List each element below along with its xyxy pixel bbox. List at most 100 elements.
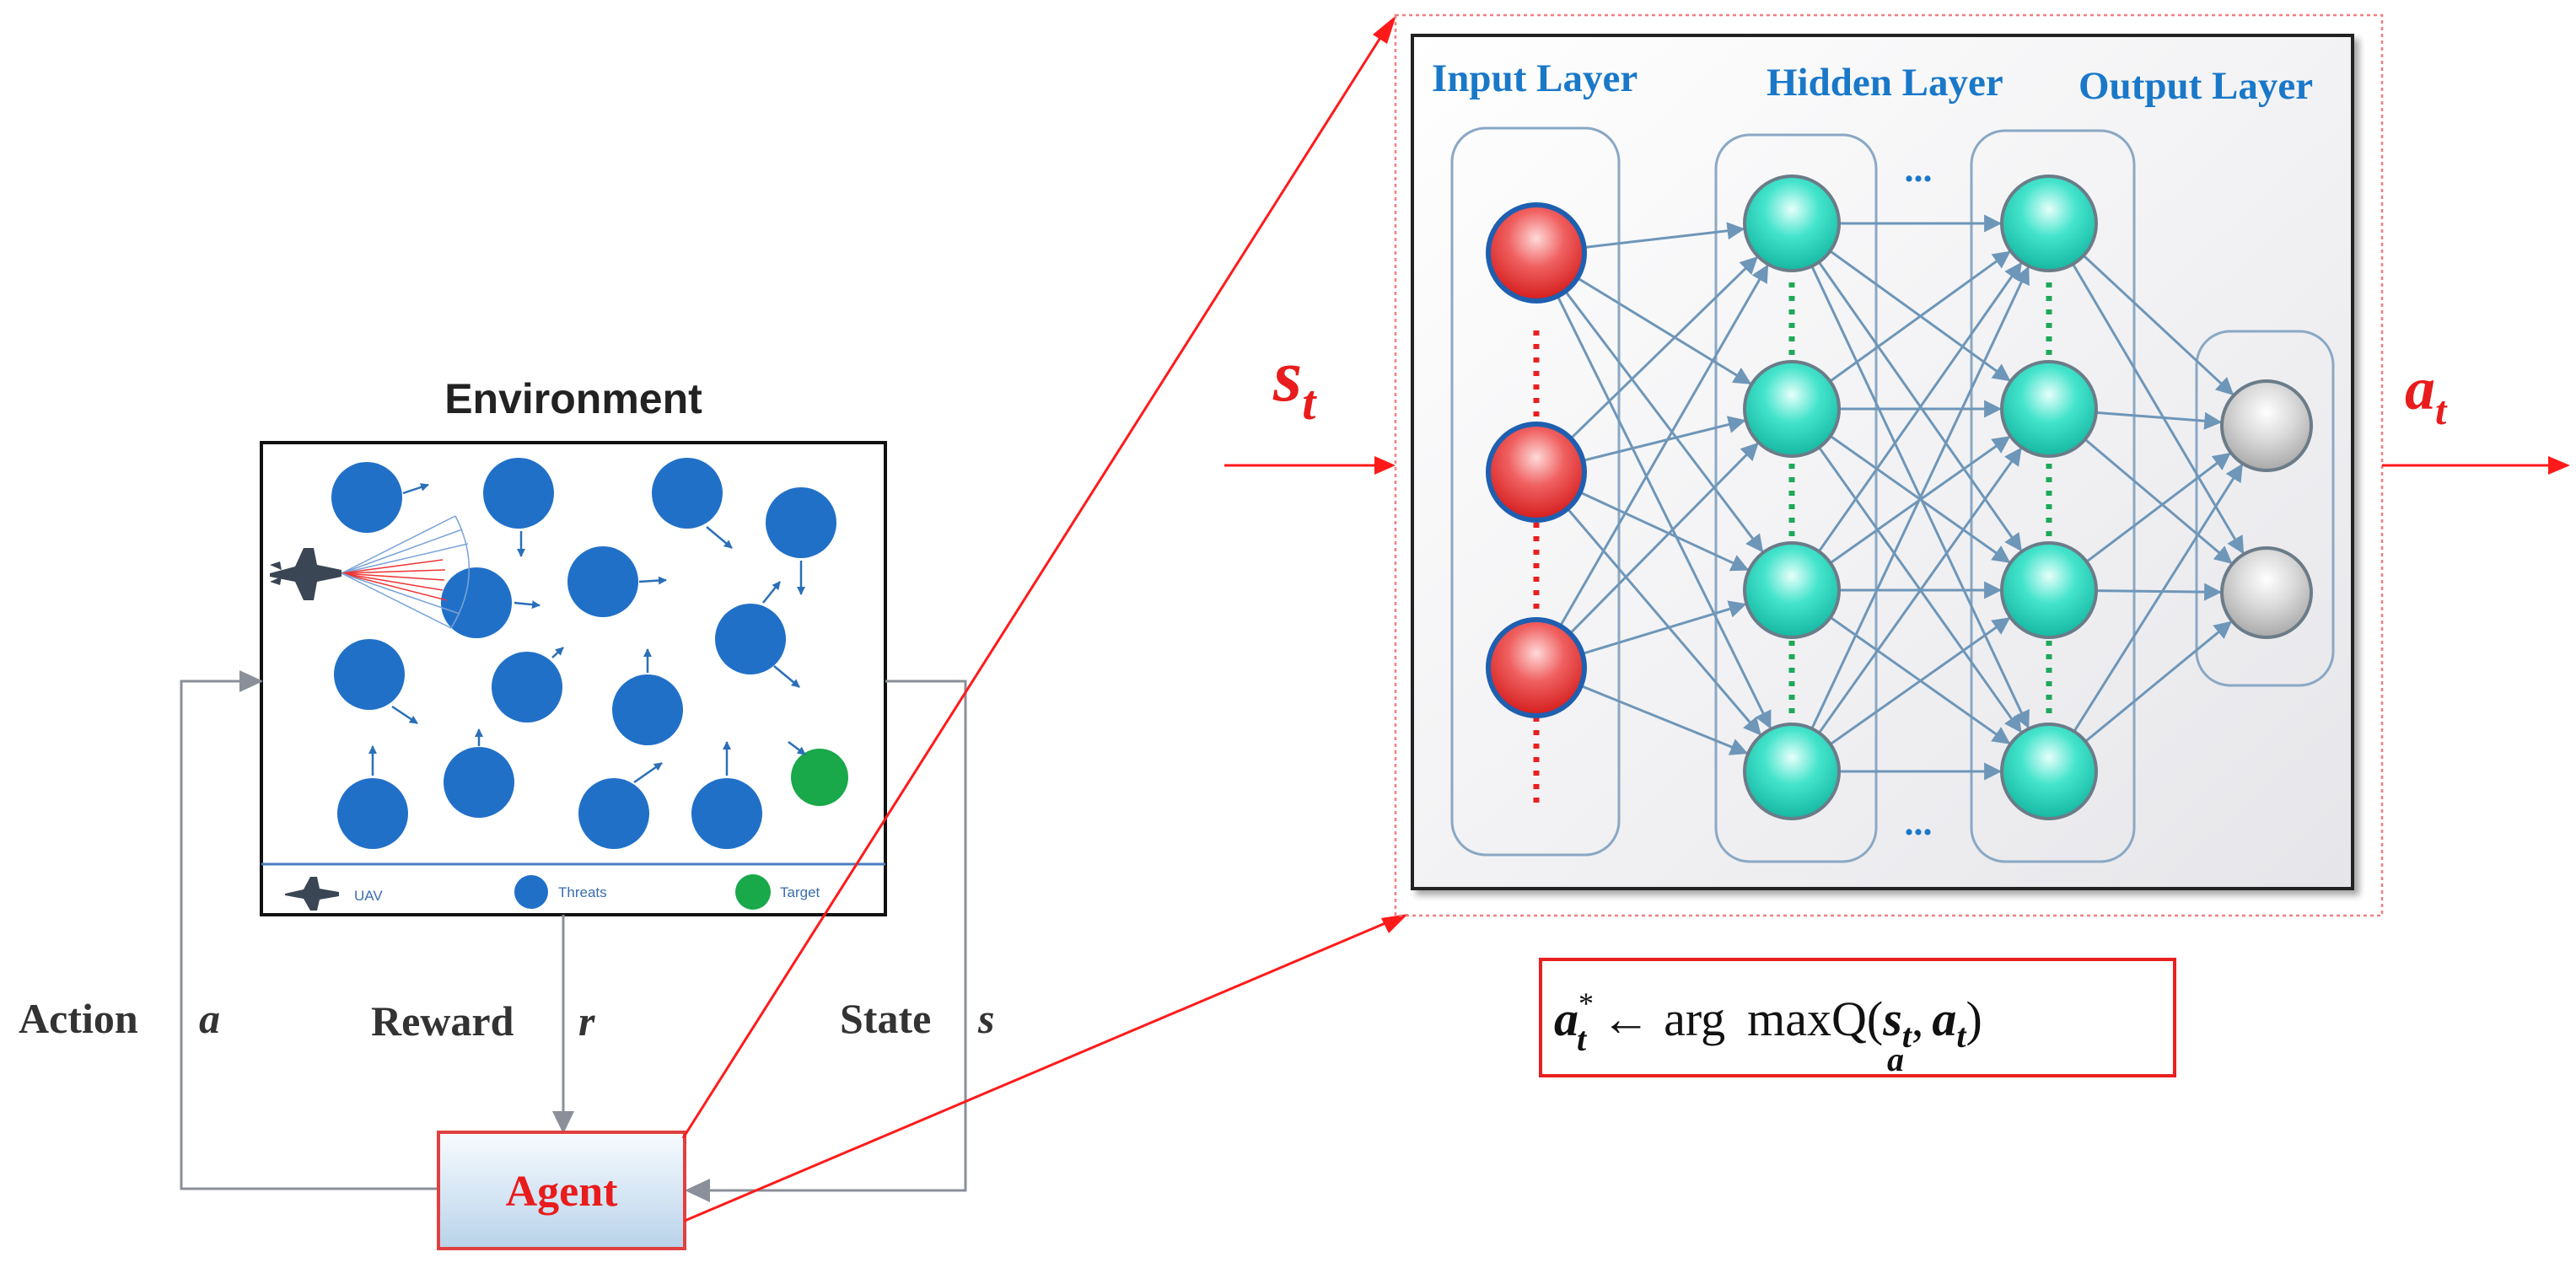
hidden-layer-label: Hidden Layer (1767, 61, 2003, 105)
hidden-nodes-2 (2000, 175, 2098, 820)
hidden-nodes-1 (1743, 175, 1841, 820)
threat-circle (483, 458, 554, 529)
network-edge (1829, 250, 2011, 383)
legend-target-label: Target (780, 884, 820, 900)
connector-arrowheads (1373, 15, 1408, 933)
network-edge (2095, 411, 2223, 430)
uav-icon (270, 548, 341, 600)
output-arrowhead (2548, 456, 2570, 475)
formula-box (1539, 958, 2176, 1077)
agent-loop-lines (180, 680, 967, 1192)
output-action-symbol: at (2405, 355, 2448, 433)
network-edge (2084, 438, 2233, 564)
network-edge (1582, 416, 1746, 462)
network-connections (1556, 214, 2245, 781)
legend-threats-label: Threats (558, 884, 607, 900)
input-node (1486, 617, 1587, 718)
agent-box (437, 1131, 686, 1250)
network-edge (1559, 264, 1769, 627)
uav-legend-icon (285, 877, 339, 911)
input-layer-box (1450, 126, 1621, 857)
input-state-symbol: st (1272, 336, 1317, 430)
threat-circle (766, 487, 836, 558)
action-symbol: a (199, 995, 220, 1042)
state-label: State (840, 995, 931, 1042)
agent-loop-arrowheads (239, 670, 710, 1202)
output-layer-label: Output Layer (2079, 64, 2313, 108)
legend-uav-label: UAV (354, 888, 383, 904)
threat-circle (612, 674, 683, 745)
network-edge (1569, 255, 1758, 440)
hidden-layer-box-2 (1970, 129, 2136, 863)
hidden-node (2000, 723, 2098, 820)
output-node (2220, 379, 2313, 472)
network-edge (1584, 222, 1745, 249)
hidden-node (1743, 723, 1841, 820)
threats-legend-icon (514, 875, 548, 909)
state-symbol: s (977, 995, 994, 1042)
network-edge (1580, 685, 1749, 755)
threat-circle (652, 458, 723, 529)
layer-containers (1450, 126, 2335, 863)
network-edge (2072, 263, 2245, 555)
network-edge (1829, 617, 2011, 745)
hidden-node (1743, 175, 1841, 272)
input-node (1486, 202, 1587, 304)
threat-circle (334, 639, 405, 710)
network-edge (2085, 452, 2231, 563)
network-edge (1564, 290, 1764, 553)
hidden-node (2000, 175, 2098, 272)
network-edge (1582, 600, 1747, 655)
target-circle (791, 749, 848, 806)
threat-motion-arrows (368, 483, 806, 784)
input-nodes (1486, 202, 1587, 718)
input-layer-label: Input Layer (1432, 56, 1638, 100)
output-node (2220, 546, 2313, 639)
threat-circle (578, 778, 649, 849)
network-edge (1817, 261, 2022, 553)
threat-circle (441, 567, 512, 638)
network-edge (1818, 447, 2022, 734)
reward-symbol: r (578, 997, 595, 1045)
hidden-ellipsis-bottom: ... (1905, 802, 1933, 843)
action-label: Action (19, 995, 138, 1042)
threat-circle (567, 546, 638, 617)
threat-circle (715, 604, 786, 674)
network-edge (2082, 255, 2235, 395)
network-edge (1556, 295, 1772, 729)
threat-circle (691, 778, 762, 849)
network-edge (1568, 442, 1759, 635)
uav-sensor-fan (341, 515, 471, 629)
network-edge (2095, 583, 2223, 601)
input-arrowhead (1374, 456, 1396, 475)
environment-title: Environment (444, 375, 702, 422)
threat-circle (331, 462, 402, 533)
network-edge (1810, 266, 2030, 729)
hidden-ellipsis-top: ... (1905, 148, 1933, 190)
network-edge (2073, 463, 2243, 733)
environment-legend: UAV Threats Target (285, 874, 820, 911)
hidden-node (2000, 360, 2098, 458)
network-edge (1579, 491, 1750, 572)
hidden-node (2000, 541, 2098, 639)
target-legend-icon (735, 874, 771, 910)
input-node (1486, 422, 1587, 523)
network-edge (2084, 621, 2233, 743)
reward-label: Reward (371, 997, 514, 1045)
threat-circles (331, 458, 836, 849)
agent-network-connectors (681, 33, 1392, 1222)
hidden-node (1743, 360, 1841, 458)
formula-max-subscript: a (1887, 1040, 1904, 1078)
threat-circle (492, 652, 562, 723)
threat-circle (337, 778, 408, 849)
output-layer-box (2195, 330, 2335, 687)
network-edge (1576, 277, 1752, 385)
threat-circle (444, 747, 514, 818)
hidden-layer-box-1 (1714, 133, 1878, 863)
output-nodes (2220, 379, 2313, 639)
hidden-node (1743, 541, 1841, 639)
agent-label: Agent (506, 1168, 619, 1216)
network-edge (1566, 508, 1761, 736)
